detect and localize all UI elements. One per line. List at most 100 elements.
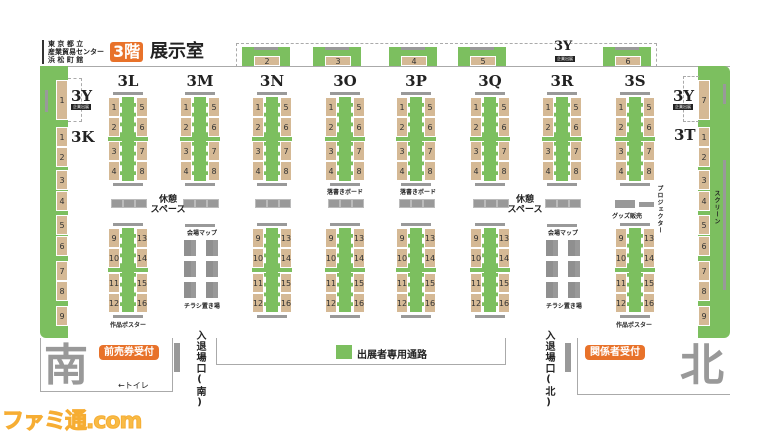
booth: 9 [252,228,264,248]
block-cross-aisle [180,136,220,141]
booth: 5 [280,97,292,117]
projector-label: プロジェクター [656,185,663,234]
column-label: 3P [405,72,427,90]
booth: 6 [570,117,582,137]
hall-outline [40,66,730,338]
rest-bench [279,199,291,208]
booth: 7 [498,141,510,161]
exhibitor-aisle-box [216,338,506,365]
rest-space-label-north: 休憩 スペース [507,195,543,215]
booth: 10 [396,248,408,268]
block-cross-aisle [108,267,148,272]
booth: 8 [208,161,220,181]
booth: 16 [424,293,436,313]
booth: 3 [396,141,408,161]
booth: 14 [136,248,148,268]
block-bar [620,223,650,226]
block-bar [257,92,287,95]
legend-swatch [336,345,352,359]
booth: 1 [396,97,408,117]
venue-map-bar [547,224,577,227]
rest-bench [207,199,219,208]
booth: 11 [470,273,482,293]
booth: 3 [542,141,554,161]
block-bar [620,92,650,95]
column-label: 3Q [478,72,502,90]
block-bar [475,223,505,226]
north-entrance-label: 入退場口(北) [543,330,554,409]
booth: 13 [643,228,655,248]
booth: 13 [498,228,510,248]
right-3y-tag: 企業出展 [673,104,693,110]
graffiti-board-label: 落書きボード [327,189,364,196]
booth: 9 [56,306,68,326]
block-bar [475,183,505,186]
booth: 13 [353,228,365,248]
booth: 13 [424,228,436,248]
booth: 11 [108,273,120,293]
booth: 9 [698,306,710,326]
venue-line: 東 京 都 立 [48,40,84,48]
booth: 13 [280,228,292,248]
block-bar [330,183,360,186]
top-3y-area [236,43,657,67]
booth: 8 [353,161,365,181]
flyer-stand-label: チラシ置き場 [184,303,220,310]
booth: 3 [108,141,120,161]
block-cross-aisle [470,267,510,272]
block-bar [620,183,650,186]
flyer-stand [567,240,581,256]
rest-bench [497,199,509,208]
flyer-stand [567,282,581,298]
block-bar [113,315,143,318]
block-bar [401,223,431,226]
booth: 12 [396,293,408,313]
block-bar [185,92,215,95]
booth: 1 [56,80,68,120]
booth: 6 [615,56,641,66]
rest-bench [352,199,364,208]
wall-bar [254,47,278,50]
block-cross-aisle [252,267,292,272]
booth: 2 [254,56,280,66]
booth: 1 [542,97,554,117]
block-bar [401,315,431,318]
flyer-stand [183,282,197,298]
booth: 1 [615,97,627,117]
booth: 12 [470,293,482,313]
room-title: 展示室 [150,41,204,62]
booth: 6 [208,117,220,137]
booth: 4 [698,191,710,211]
booth: 11 [325,273,337,293]
booth: 1 [252,97,264,117]
booth: 8 [570,161,582,181]
booth: 8 [136,161,148,181]
booth: 5 [208,97,220,117]
booth: 3 [470,141,482,161]
booth: 6 [498,117,510,137]
right-3y-label: 3Y [673,87,695,105]
venue-line: 産業貿易センター [48,48,104,56]
block-bar [620,315,650,318]
booth: 14 [353,248,365,268]
block-cross-aisle [396,267,436,272]
booth: 7 [280,141,292,161]
booth: 7 [643,141,655,161]
block-bar [257,183,287,186]
poster-label: 作品ポスター [616,322,653,329]
booth: 16 [643,293,655,313]
venue-name: 東 京 都 立 産業貿易センター 浜 松 町 館 [42,40,104,64]
venue-line: 浜 松 町 館 [48,56,84,64]
column-label: 3N [259,72,285,90]
booth: 8 [698,281,710,301]
wall-bar [615,47,639,50]
poster-label: 作品ポスター [110,322,147,329]
booth: 3 [56,170,68,190]
booth: 8 [498,161,510,181]
booth: 2 [542,117,554,137]
booth: 9 [615,228,627,248]
booth: 1 [698,127,710,147]
booth: 2 [698,147,710,167]
flyer-stand [205,282,219,298]
booth: 5 [353,97,365,117]
